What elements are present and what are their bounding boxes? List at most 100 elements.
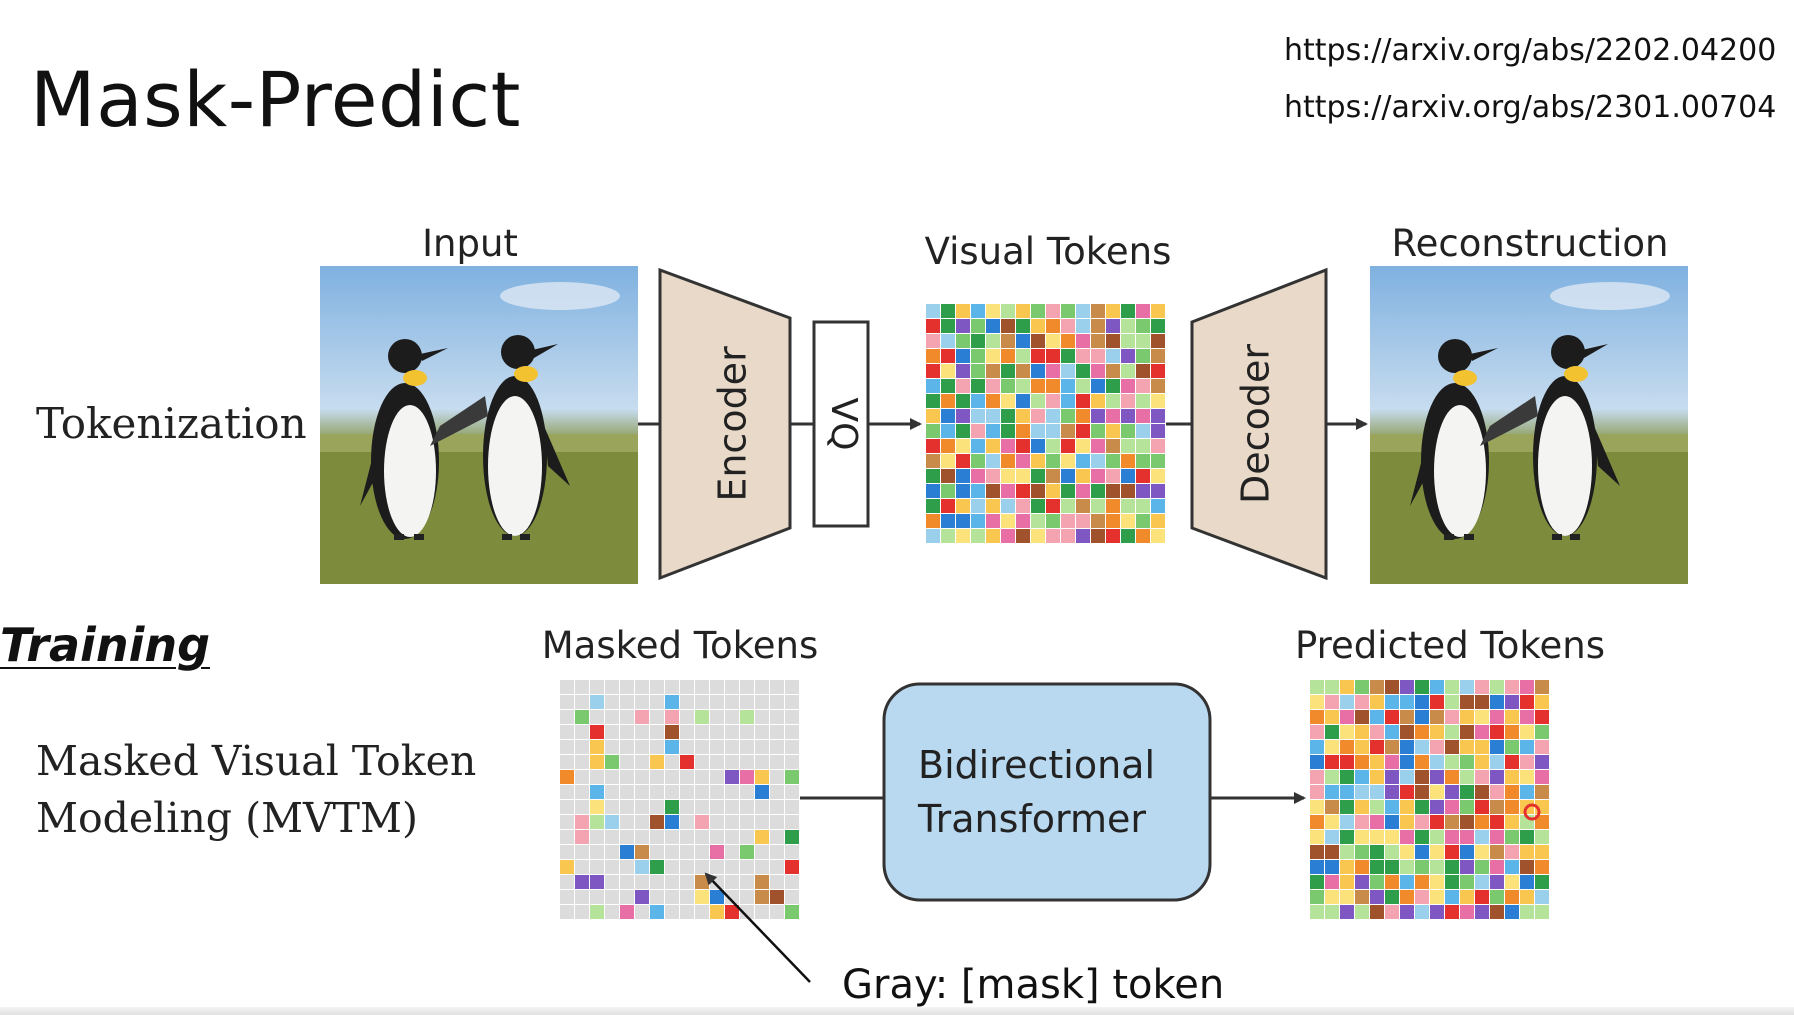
predicted-token-cell [1490, 845, 1504, 859]
predicted-token-cell [1475, 710, 1489, 724]
predicted-token-cell [1340, 875, 1354, 889]
predicted-token-cell [1400, 845, 1414, 859]
visible-token-cell [755, 890, 769, 904]
visual-token-cell [1091, 334, 1105, 348]
predicted-token-cell [1310, 710, 1324, 724]
predicted-token-cell [1520, 770, 1534, 784]
predicted-token-cell [1490, 740, 1504, 754]
predicted-token-cell [1490, 755, 1504, 769]
predicted-token-cell [1310, 845, 1324, 859]
predicted-token-cell [1415, 875, 1429, 889]
visual-token-cell [1031, 439, 1045, 453]
visual-token-cell [1046, 439, 1060, 453]
predicted-token-cell [1355, 905, 1369, 919]
mask-token-cell [785, 800, 799, 814]
mask-token-cell [710, 740, 724, 754]
visual-token-cell [986, 394, 1000, 408]
visual-token-cell [1046, 499, 1060, 513]
predicted-token-cell [1505, 770, 1519, 784]
visible-token-cell [590, 875, 604, 889]
predicted-token-cell [1355, 680, 1369, 694]
visible-token-cell [560, 770, 574, 784]
visual-token-cell [1136, 499, 1150, 513]
visual-token-cell [926, 379, 940, 393]
predicted-token-cell [1370, 875, 1384, 889]
visual-token-cell [1091, 319, 1105, 333]
visible-token-cell [740, 845, 754, 859]
visible-token-cell [665, 725, 679, 739]
reference-link-1[interactable]: https://arxiv.org/abs/2202.04200 [1284, 33, 1777, 68]
predicted-token-cell [1400, 770, 1414, 784]
mask-token-cell [725, 740, 739, 754]
predicted-token-cell [1370, 755, 1384, 769]
predicted-token-cell [1355, 785, 1369, 799]
mask-token-cell [740, 905, 754, 919]
visual-token-cell [1151, 469, 1165, 483]
visual-token-cell [1061, 364, 1075, 378]
predicted-token-cell [1475, 875, 1489, 889]
visible-token-cell [695, 815, 709, 829]
mask-token-cell [785, 725, 799, 739]
visual-token-cell [1001, 364, 1015, 378]
mask-token-cell [620, 890, 634, 904]
visible-token-cell [755, 785, 769, 799]
predicted-token-cell [1400, 890, 1414, 904]
visual-token-cell [1076, 454, 1090, 468]
visual-token-cell [1136, 484, 1150, 498]
visual-token-cell [1076, 379, 1090, 393]
predicted-token-cell [1400, 680, 1414, 694]
visual-token-cell [1151, 454, 1165, 468]
mask-token-cell [755, 740, 769, 754]
mask-token-cell [650, 830, 664, 844]
visual-token-cell [1031, 379, 1045, 393]
predicted-token-cell [1475, 890, 1489, 904]
predicted-token-cell [1535, 680, 1549, 694]
mask-token-cell [590, 845, 604, 859]
predicted-token-cell [1445, 695, 1459, 709]
mask-token-cell [770, 860, 784, 874]
predicted-token-cell [1310, 695, 1324, 709]
mask-token-cell [755, 815, 769, 829]
visual-token-cell [941, 319, 955, 333]
mask-token-cell [755, 800, 769, 814]
visible-token-cell [635, 860, 649, 874]
visual-token-cell [1001, 439, 1015, 453]
mask-token-cell [755, 860, 769, 874]
visual-token-cell [956, 529, 970, 543]
visual-token-cell [941, 499, 955, 513]
header-masked-tokens: Masked Tokens [542, 624, 819, 667]
visual-token-cell [941, 454, 955, 468]
predicted-token-cell [1415, 830, 1429, 844]
visible-token-cell [590, 815, 604, 829]
mask-token-cell [560, 740, 574, 754]
mask-token-cell [725, 755, 739, 769]
predicted-token-cell [1460, 815, 1474, 829]
visual-token-cell [1031, 364, 1045, 378]
visible-token-cell [740, 710, 754, 724]
mask-token-cell [605, 770, 619, 784]
predicted-token-cell [1400, 815, 1414, 829]
visual-token-cell [956, 454, 970, 468]
visual-token-cell [941, 364, 955, 378]
predicted-token-cell [1520, 785, 1534, 799]
red-circle-marker [1523, 803, 1541, 821]
reference-link-2[interactable]: https://arxiv.org/abs/2301.00704 [1284, 90, 1777, 125]
predicted-token-cell [1490, 905, 1504, 919]
mask-token-cell [695, 830, 709, 844]
visual-token-cell [1031, 304, 1045, 318]
visual-token-cell [986, 529, 1000, 543]
visible-token-cell [575, 830, 589, 844]
mask-token-cell [770, 830, 784, 844]
visual-token-cell [1001, 349, 1015, 363]
header-reconstruction: Reconstruction [1392, 222, 1669, 265]
visual-token-cell [971, 409, 985, 423]
mask-token-cell [710, 815, 724, 829]
visual-token-cell [941, 514, 955, 528]
visible-token-cell [665, 695, 679, 709]
predicted-token-cell [1400, 785, 1414, 799]
visual-token-cell [1076, 349, 1090, 363]
predicted-token-cell [1445, 755, 1459, 769]
mask-token-cell [710, 725, 724, 739]
visual-token-cell [1121, 469, 1135, 483]
visual-token-cell [956, 469, 970, 483]
